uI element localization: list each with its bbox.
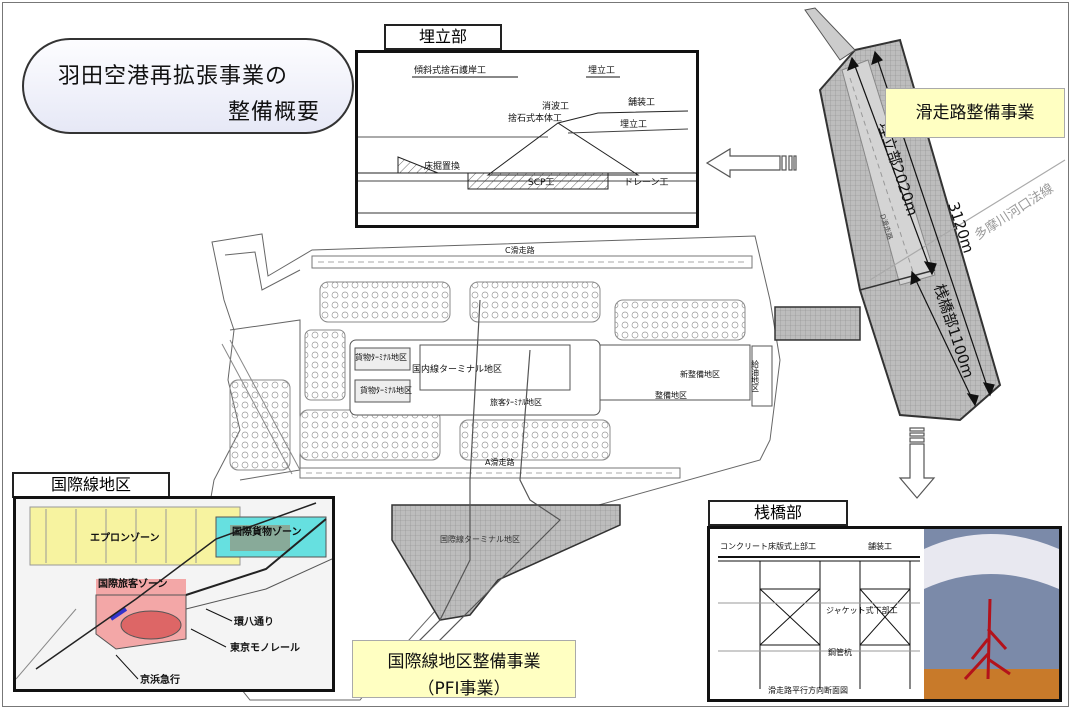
sanbashi-label-pile: 鋼管杭 bbox=[828, 647, 852, 657]
kokusai-label-monorail: 東京モノレール bbox=[230, 641, 300, 654]
terminal-project-box: 国際線地区整備事業 （PFI事業） bbox=[352, 640, 576, 699]
a-runway bbox=[299, 467, 681, 479]
arrow-to-sanbashi bbox=[898, 427, 936, 499]
umetate-label-mound: 捨石式本体工 bbox=[508, 112, 562, 124]
title-line-2: 整備概要 bbox=[228, 100, 321, 125]
map-label-maintenance: 整備地区 bbox=[655, 390, 687, 400]
umetate-label-bed: 床掘置換 bbox=[424, 160, 460, 172]
d-runway-island bbox=[804, 7, 1002, 422]
sanbashi-tag: 桟橋部 bbox=[708, 500, 848, 526]
terminal-project-line2: （PFI事業） bbox=[417, 679, 511, 699]
sanbashi-panel: コンクリート床版式上部工 舗装工 ジャケット式下部工 鋼管杭 滑走路平行方向断面… bbox=[707, 526, 1062, 702]
river-line bbox=[869, 159, 1066, 281]
map-label-intl: 国際線ターミナル地区 bbox=[440, 534, 520, 544]
map-label-c-runway: C滑走路 bbox=[505, 245, 535, 255]
taxiway-circles bbox=[229, 281, 746, 471]
map-label-domestic: 国内線ターミナル地区 bbox=[412, 363, 502, 375]
c-runway bbox=[311, 255, 753, 269]
umetate-label-reclaim: 埋立工 bbox=[620, 118, 647, 130]
kokusai-label-passenger: 国際旅客ゾーン bbox=[98, 577, 168, 590]
sanbashi-label-pave: 舗装工 bbox=[868, 541, 892, 551]
map-label-fuel: 給油地区 bbox=[751, 359, 760, 392]
kokusai-tag: 国際線地区 bbox=[12, 472, 170, 498]
umetate-label-drain: ドレーン工 bbox=[624, 178, 669, 188]
sanbashi-cross-section: コンクリート床版式上部工 舗装工 ジャケット式下部工 鋼管杭 滑走路平行方向断面… bbox=[718, 529, 1059, 699]
kokusai-label-apron: エプロンゾーン bbox=[90, 531, 160, 544]
domestic-terminal-block bbox=[349, 339, 773, 416]
map-label-cargo-2: 貨物ﾀｰﾐﾅﾙ地区 bbox=[360, 385, 412, 395]
kokusai-label-kanpachi: 環八通り bbox=[234, 616, 274, 628]
umetate-label-revetment: 傾斜式捨石護岸工 bbox=[414, 64, 486, 76]
umetate-label-reclaim-head: 埋立工 bbox=[588, 64, 615, 76]
umetate-label-wave: 消波工 bbox=[542, 100, 569, 112]
sanbashi-label-jacket: ジャケット式下部工 bbox=[826, 605, 898, 615]
terminal-project-line1: 国際線地区整備事業 bbox=[387, 652, 541, 672]
map-label-maintenance-new: 新整備地区 bbox=[680, 369, 720, 379]
title-bubble: 羽田空港再拡張事業の 整備概要 bbox=[22, 38, 354, 134]
umetate-label-scp: SCP工 bbox=[528, 178, 554, 188]
sanbashi-label-deck: コンクリート床版式上部工 bbox=[720, 541, 816, 551]
sanbashi-label-caption: 滑走路平行方向断面図 bbox=[768, 685, 848, 695]
map-label-passenger: 旅客ﾀｰﾐﾅﾙ地区 bbox=[490, 397, 542, 407]
kokusai-label-keikyu: 京浜急行 bbox=[140, 673, 180, 686]
intl-terminal-area bbox=[391, 504, 621, 621]
umetate-label-pave: 舗装工 bbox=[628, 96, 655, 108]
umetate-panel: 傾斜式捨石護岸工 埋立工 消波工 捨石式本体工 舗装工 埋立工 床掘置換 SCP… bbox=[355, 50, 699, 228]
kokusai-label-cargo: 国際貨物ゾーン bbox=[232, 525, 302, 538]
title-line-1: 羽田空港再拡張事業の bbox=[58, 64, 289, 89]
map-label-a-runway: A滑走路 bbox=[485, 457, 514, 467]
connecting-taxiway bbox=[774, 306, 861, 341]
dim-river: 多摩川河口法線 bbox=[971, 180, 1056, 243]
kokusai-panel: エプロンゾーン 国際貨物ゾーン 国際旅客ゾーン 環八通り 東京モノレール 京浜急… bbox=[13, 496, 335, 692]
kokusai-map: エプロンゾーン 国際貨物ゾーン 国際旅客ゾーン 環八通り 東京モノレール 京浜急… bbox=[16, 499, 332, 689]
arrow-to-umetate bbox=[705, 147, 797, 179]
runway-project-box: 滑走路整備事業 bbox=[885, 88, 1065, 138]
umetate-cross-section: 傾斜式捨石護岸工 埋立工 消波工 捨石式本体工 舗装工 埋立工 床掘置換 SCP… bbox=[358, 64, 696, 214]
rail-line-2 bbox=[429, 349, 561, 651]
umetate-tag: 埋立部 bbox=[384, 24, 502, 50]
map-label-cargo-1: 貨物ﾀｰﾐﾅﾙ地区 bbox=[355, 352, 407, 362]
